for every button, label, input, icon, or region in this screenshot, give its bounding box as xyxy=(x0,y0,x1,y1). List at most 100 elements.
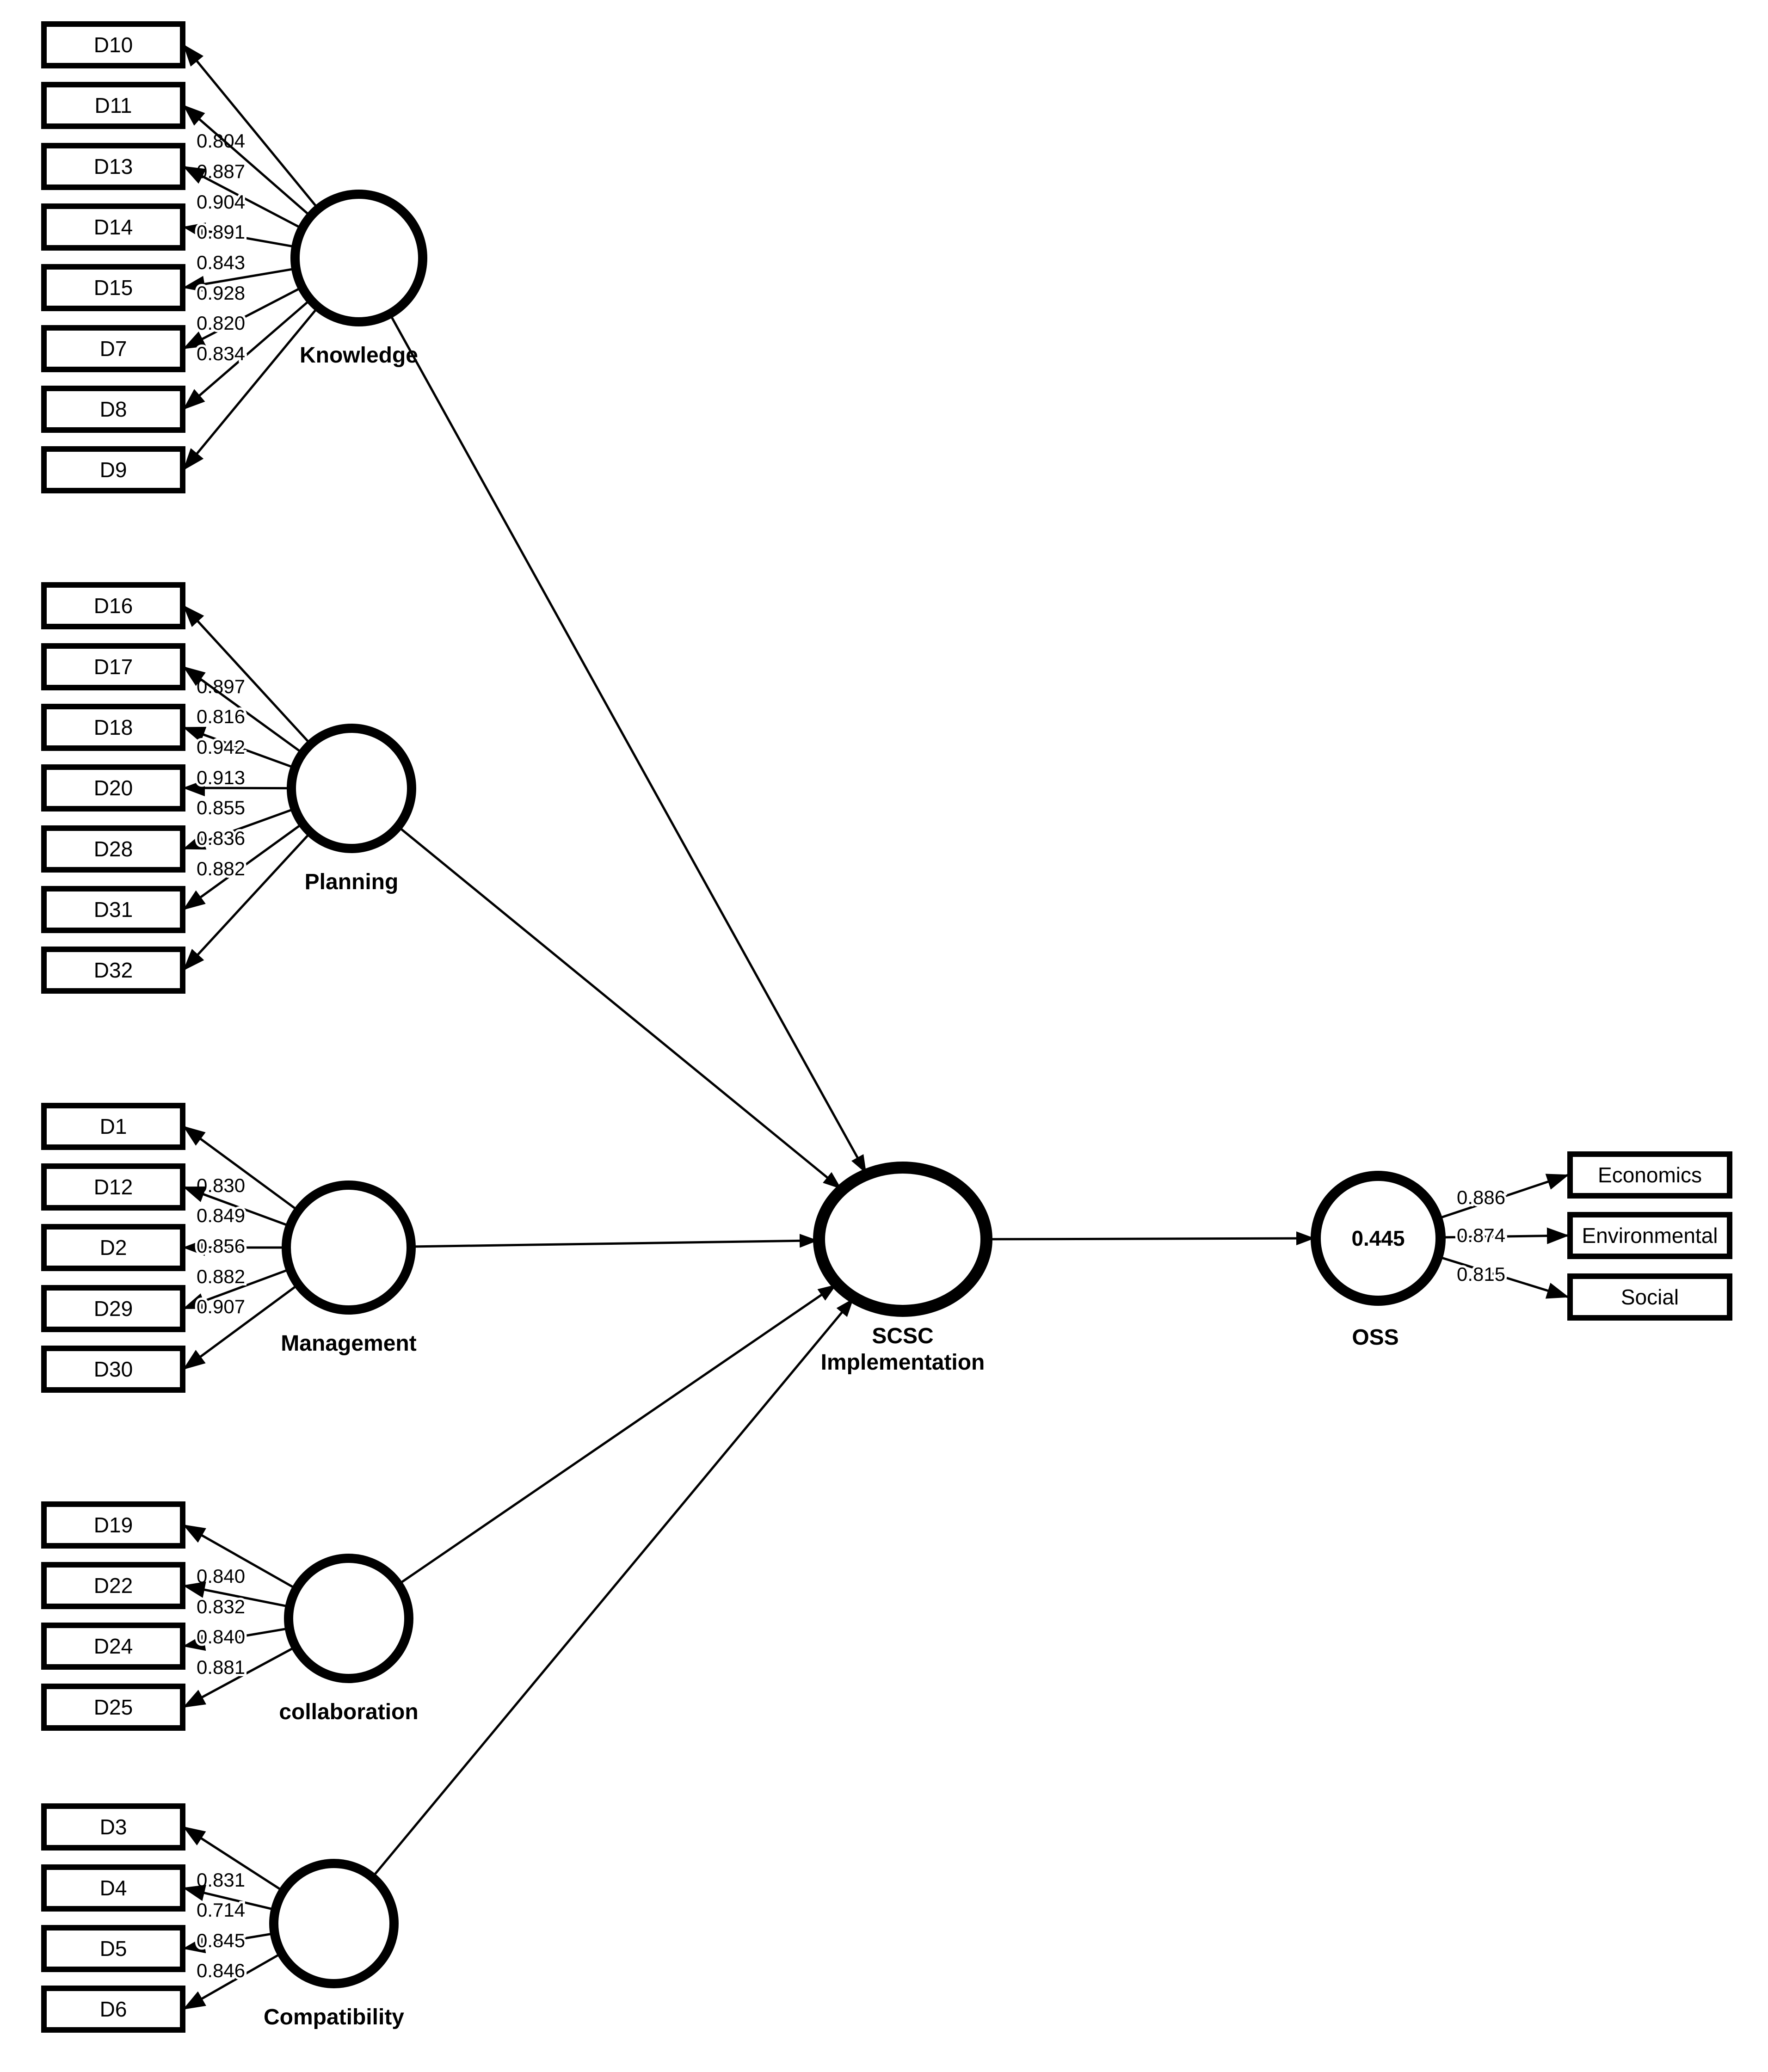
indicator-box xyxy=(41,1864,185,1912)
indicator-arrow xyxy=(183,605,312,745)
indicator-arrow xyxy=(183,1125,299,1212)
indicator-arrow xyxy=(183,1283,299,1371)
construct-label: collaboration xyxy=(279,1700,418,1724)
indicator-box xyxy=(41,1285,185,1332)
outcome-indicator-arrow xyxy=(1440,1227,1569,1244)
loading-value: 0.904 xyxy=(197,191,245,213)
construct-label: Management xyxy=(281,1331,416,1356)
construct-circle xyxy=(290,190,427,326)
loading-value: 0.820 xyxy=(197,312,245,334)
indicator-box xyxy=(41,203,185,251)
indicator-arrow xyxy=(183,286,303,350)
indicator-label: D3 xyxy=(100,1815,127,1839)
indicator-arrow xyxy=(183,105,312,217)
indicator-box xyxy=(41,825,185,873)
indicator-label: D24 xyxy=(94,1634,133,1658)
outcome-indicator-arrow xyxy=(1437,1174,1569,1220)
indicator-box xyxy=(41,1562,185,1609)
outcome-loading-value: 0.815 xyxy=(1457,1263,1505,1285)
indicator-box xyxy=(41,704,185,751)
outcome-construct-oss: Economics0.886Environmental0.874Social0.… xyxy=(1311,1151,1732,1350)
loading-value: 0.840 xyxy=(197,1626,245,1648)
indicator-label: D16 xyxy=(94,594,133,618)
indicator-arrow xyxy=(183,1186,291,1228)
scsc-ellipse xyxy=(813,1162,992,1317)
indicator-box xyxy=(41,446,185,493)
indicator-box xyxy=(41,1925,185,1972)
outcome-loading-value: 0.874 xyxy=(1457,1224,1505,1246)
indicator-box xyxy=(41,1684,185,1731)
loading-value: 0.804 xyxy=(197,130,245,152)
loading-value: 0.913 xyxy=(197,767,245,788)
loading-value: 0.831 xyxy=(197,1869,245,1891)
indicator-label: D7 xyxy=(100,337,127,361)
indicator-box xyxy=(41,1103,185,1150)
indicator-arrow xyxy=(183,1581,290,1608)
indicator-label: D11 xyxy=(95,93,132,117)
structural-path-collaboration-to-scsc xyxy=(397,1284,837,1586)
indicator-label: D2 xyxy=(100,1236,127,1260)
loading-value: 0.887 xyxy=(197,160,245,182)
indicator-box xyxy=(41,1346,185,1393)
construct-circle xyxy=(287,724,416,853)
indicator-box xyxy=(41,82,185,129)
loading-value: 0.830 xyxy=(197,1174,245,1196)
indicator-label: D8 xyxy=(100,397,127,421)
indicator-box xyxy=(41,582,185,629)
indicator-arrow xyxy=(183,222,296,248)
outcome-indicator-label: Environmental xyxy=(1582,1224,1718,1248)
loading-value: 0.843 xyxy=(197,252,245,273)
construct-circle xyxy=(282,1180,416,1315)
indicator-box xyxy=(41,643,185,690)
indicator-arrow xyxy=(183,726,296,769)
indicator-arrow xyxy=(183,1627,290,1651)
outcome-indicator-box xyxy=(1567,1273,1732,1321)
indicator-label: D15 xyxy=(94,276,133,300)
loading-value: 0.942 xyxy=(197,736,245,758)
construct-circle xyxy=(284,1554,413,1683)
indicator-label: D20 xyxy=(94,776,133,800)
indicator-arrow xyxy=(183,831,312,971)
outcome-loading-value: 0.886 xyxy=(1457,1187,1505,1208)
indicator-label: D29 xyxy=(94,1297,133,1321)
loading-value: 0.840 xyxy=(197,1565,245,1587)
indicator-box xyxy=(41,886,185,933)
structural-path-compatibility-to-scsc xyxy=(371,1298,854,1878)
outcome-indicator-box xyxy=(1567,1212,1732,1259)
indicator-arrow xyxy=(183,1826,284,1893)
indicator-arrow xyxy=(183,1524,297,1590)
indicator-arrow xyxy=(183,1646,296,1709)
oss-circle xyxy=(1311,1171,1446,1306)
indicator-label: D13 xyxy=(94,154,133,178)
oss-r-squared-value: 0.445 xyxy=(1351,1226,1405,1250)
indicator-label: D1 xyxy=(100,1114,127,1138)
loading-value: 0.849 xyxy=(197,1205,245,1226)
indicator-box xyxy=(41,764,185,812)
indicator-arrow xyxy=(183,1932,275,1954)
indicator-label: D17 xyxy=(94,655,133,679)
loading-value: 0.881 xyxy=(197,1656,245,1678)
loading-value: 0.714 xyxy=(197,1899,245,1921)
indicator-label: D14 xyxy=(94,215,133,239)
outcome-indicator-arrow xyxy=(1437,1255,1569,1299)
loading-value: 0.846 xyxy=(197,1960,245,1981)
construct-circle xyxy=(269,1859,399,1988)
indicator-label: D30 xyxy=(94,1357,133,1381)
scsc-label-line1: SCSC xyxy=(872,1324,933,1348)
loading-value: 0.832 xyxy=(197,1596,245,1617)
indicator-label: D9 xyxy=(100,458,127,482)
construct-label: Compatibility xyxy=(264,2005,404,2029)
loading-value: 0.845 xyxy=(197,1930,245,1951)
outcome-indicators-layer: Economics0.886Environmental0.874Social0.… xyxy=(1437,1151,1732,1321)
loading-value: 0.855 xyxy=(197,797,245,818)
indicator-box xyxy=(41,264,185,311)
indicator-arrow xyxy=(183,165,303,230)
indicator-box xyxy=(41,143,185,190)
